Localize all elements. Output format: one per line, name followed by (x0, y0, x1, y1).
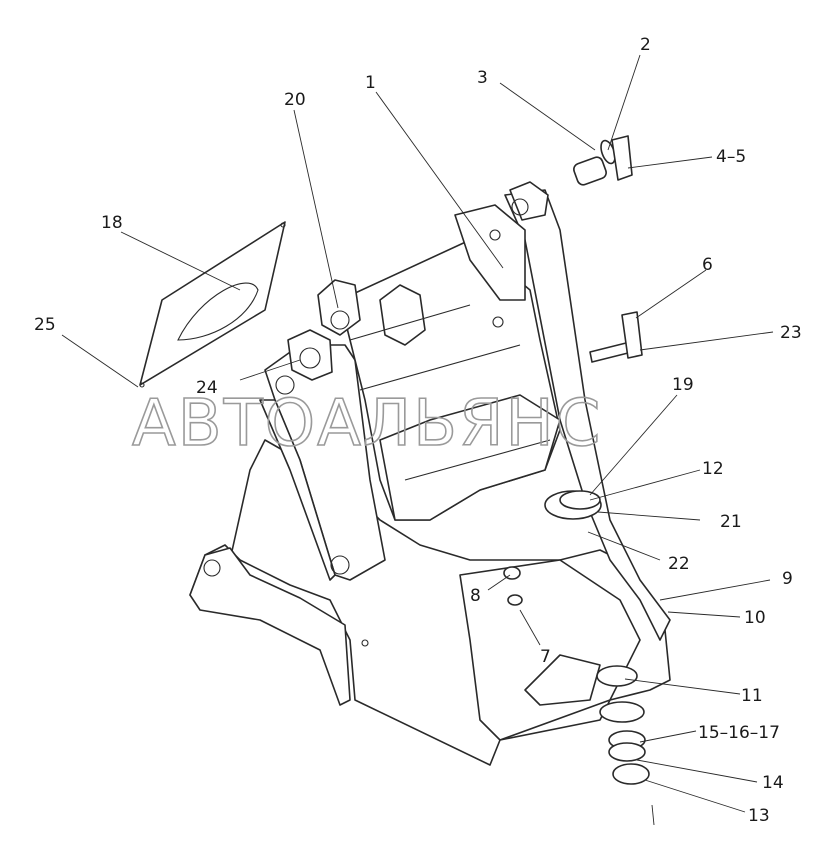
pin-hole-5 (203, 559, 221, 577)
bolt-hole-2 (492, 316, 504, 328)
rear-upper-plate (454, 204, 526, 301)
callout-9: 9 (782, 569, 793, 589)
callout-15-16-17: 15–16–17 (698, 723, 780, 743)
callout-10: 10 (744, 608, 766, 628)
cover-panel-18 (139, 221, 286, 386)
bolt-hole-3 (361, 639, 369, 647)
callout-13: 13 (748, 806, 770, 826)
callout-11: 11 (741, 686, 763, 706)
callout-24: 24 (196, 378, 218, 398)
callout-8: 8 (470, 586, 481, 606)
left-cheek-side (259, 399, 336, 581)
pin-hole-3 (275, 375, 295, 395)
upper-bearing-stack (544, 490, 602, 520)
callout-25: 25 (34, 315, 56, 335)
pin-hole-4 (330, 555, 350, 575)
callout-6: 6 (702, 255, 713, 275)
right-column (504, 189, 671, 641)
callout-20: 20 (284, 90, 306, 110)
bolt-hole-1 (489, 229, 501, 241)
watermark: АВТОАЛЬЯНС (132, 387, 602, 461)
callout-1: 1 (365, 73, 376, 93)
callout-3: 3 (477, 68, 488, 88)
callout-23: 23 (780, 323, 802, 343)
pin-hole-1 (330, 310, 350, 330)
side-pin-assembly (589, 311, 643, 363)
panel-screw-bottom (139, 382, 145, 388)
callout-19: 19 (672, 375, 694, 395)
top-lug-right (379, 284, 426, 346)
inner-brace (379, 394, 561, 521)
callout-21: 21 (720, 512, 742, 532)
lower-bracket (524, 654, 601, 706)
callout-22: 22 (668, 554, 690, 574)
panel-screw-top (280, 222, 286, 228)
callout-7: 7 (540, 647, 551, 667)
lower-bearing-stack (596, 665, 650, 785)
pin-hole-2 (299, 347, 321, 369)
pin-hole-6 (511, 198, 529, 216)
front-lug (287, 329, 333, 381)
bolt-8 (503, 566, 523, 606)
callouts: 1 2 3 4–5 6 7 8 9 10 11 12 13 14 15–16–1… (34, 35, 802, 826)
upper-pin-assembly (573, 135, 633, 186)
callout-12: 12 (702, 459, 724, 479)
panel-cutout (177, 282, 259, 341)
callout-14: 14 (762, 773, 784, 793)
frame-assembly (189, 181, 671, 766)
callout-2: 2 (640, 35, 651, 55)
leader-lines (61, 54, 774, 826)
box-edges (349, 304, 551, 481)
callout-4-5: 4–5 (716, 147, 746, 167)
top-lug-left (317, 279, 361, 336)
inner-floor (459, 559, 641, 741)
left-foot-plate (189, 547, 351, 706)
callout-18: 18 (101, 213, 123, 233)
